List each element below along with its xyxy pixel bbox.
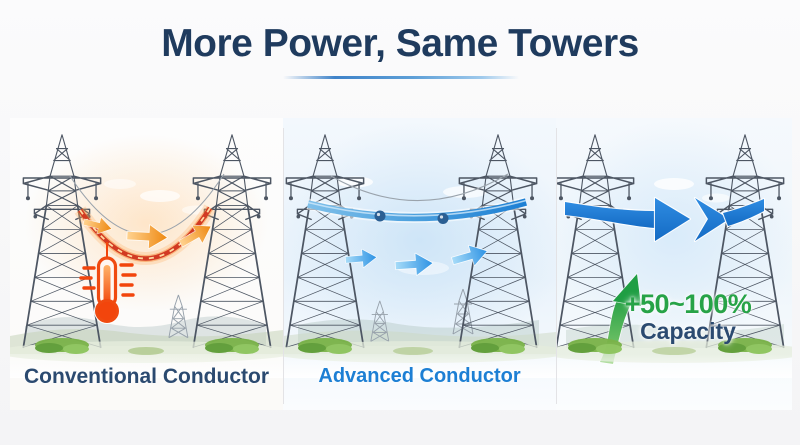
panel-advanced-conductor: Advanced Conductor	[283, 118, 556, 410]
panel-conventional-conductor: Conventional Conductor	[10, 118, 283, 410]
cool-flow-arrows-icon	[344, 240, 491, 278]
transmission-tower-left	[22, 133, 102, 349]
panel-label-conventional: Conventional Conductor	[24, 365, 269, 388]
clouds	[654, 178, 730, 203]
advanced-conductor-scene	[283, 133, 556, 378]
transmission-tower-left	[285, 133, 365, 349]
title-underline-decoration	[283, 76, 519, 79]
shield-wire	[330, 173, 509, 202]
thermometer-icon	[79, 242, 137, 324]
panel-label-advanced: Advanced Conductor	[318, 365, 521, 387]
panel-divider	[283, 128, 284, 404]
bulk-power-arrow-icon	[563, 196, 766, 243]
advanced-conductor-line	[306, 196, 528, 224]
heat-dashes	[79, 263, 137, 297]
capacity-gain-scene	[556, 133, 792, 378]
panel-capacity-gain: +50~100% Capacity	[556, 118, 792, 410]
conventional-conductor-scene	[10, 133, 283, 378]
capacity-value: +50~100%	[624, 289, 752, 319]
clouds	[104, 179, 210, 215]
transmission-tower-right	[192, 133, 272, 349]
transmission-tower-right	[458, 133, 538, 349]
capacity-callout: +50~100% Capacity	[598, 289, 778, 345]
page-title: More Power, Same Towers	[161, 22, 639, 65]
capacity-label: Capacity	[640, 318, 736, 345]
panel-divider	[556, 128, 557, 404]
